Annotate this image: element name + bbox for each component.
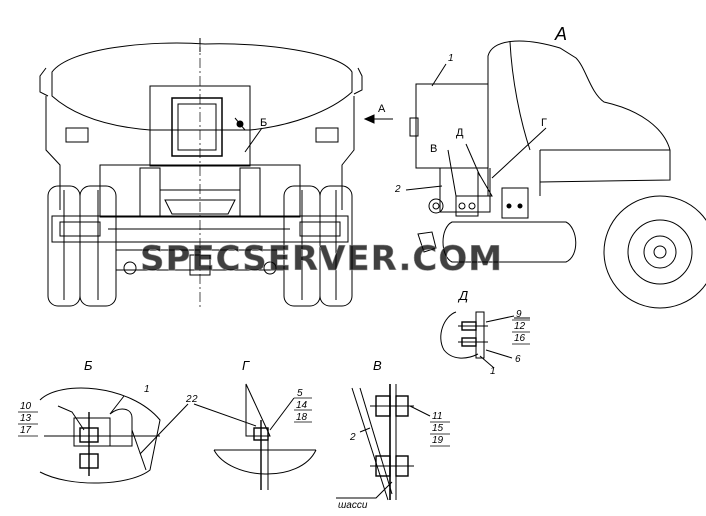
view-title-b: Б — [84, 358, 93, 373]
view-b-part-10: 10 — [20, 401, 32, 412]
view-g-part-18: 18 — [296, 412, 308, 423]
callout-g-label: Г — [541, 117, 547, 129]
view-g-part-14: 14 — [296, 400, 308, 411]
view-v-chassis-label: шасси — [338, 500, 368, 511]
view-d-part-9: 9 — [516, 309, 522, 320]
view-v-part-19: 19 — [432, 435, 444, 446]
view-v-part-15: 15 — [432, 423, 444, 434]
view-v-detail — [336, 384, 431, 501]
view-d-detail — [440, 311, 530, 369]
callout-b-label: Б — [260, 117, 267, 129]
view-g-part-2: 2 — [185, 394, 192, 405]
fuel-tank — [442, 221, 577, 263]
view-b-part-1: 1 — [144, 384, 150, 395]
view-g-part-5: 5 — [297, 388, 303, 399]
view-b-part-17: 17 — [20, 425, 32, 436]
rear-view-truck — [39, 38, 393, 310]
labels: А Д Б Г В А Б В Д Г 1 2 9 12 16 6 1 10 1… — [20, 24, 567, 511]
watermark-text: SPECSERVER.COM — [140, 239, 503, 279]
view-d-part-1: 1 — [490, 366, 496, 377]
view-b-part-2: 2 — [191, 394, 198, 405]
view-title-g: Г — [242, 358, 250, 373]
view-title-d: Д — [457, 288, 468, 303]
cab-outline — [487, 40, 671, 196]
view-title-v: В — [373, 358, 382, 373]
view-a-part-1: 1 — [448, 53, 454, 64]
view-g-detail — [193, 383, 317, 490]
callout-d-label: Д — [456, 127, 464, 139]
callout-v-label: В — [430, 143, 437, 155]
toolbox-side — [415, 83, 489, 169]
view-title-a: А — [554, 24, 567, 44]
mixer-drum — [51, 42, 353, 131]
view-b-detail — [39, 387, 189, 484]
view-b-part-13: 13 — [20, 413, 32, 424]
view-v-part-2: 2 — [349, 432, 356, 443]
reference-rules — [18, 319, 530, 447]
view-d-part-12: 12 — [514, 321, 526, 332]
view-a-side — [405, 40, 706, 309]
wheel-right-outer — [319, 185, 353, 307]
view-d-part-16: 16 — [514, 333, 526, 344]
front-wheel — [603, 195, 706, 309]
arrow-a-label: А — [378, 103, 386, 115]
view-v-part-11: 11 — [432, 411, 442, 422]
view-a-part-2: 2 — [394, 184, 401, 195]
view-d-part-6: 6 — [515, 354, 521, 365]
